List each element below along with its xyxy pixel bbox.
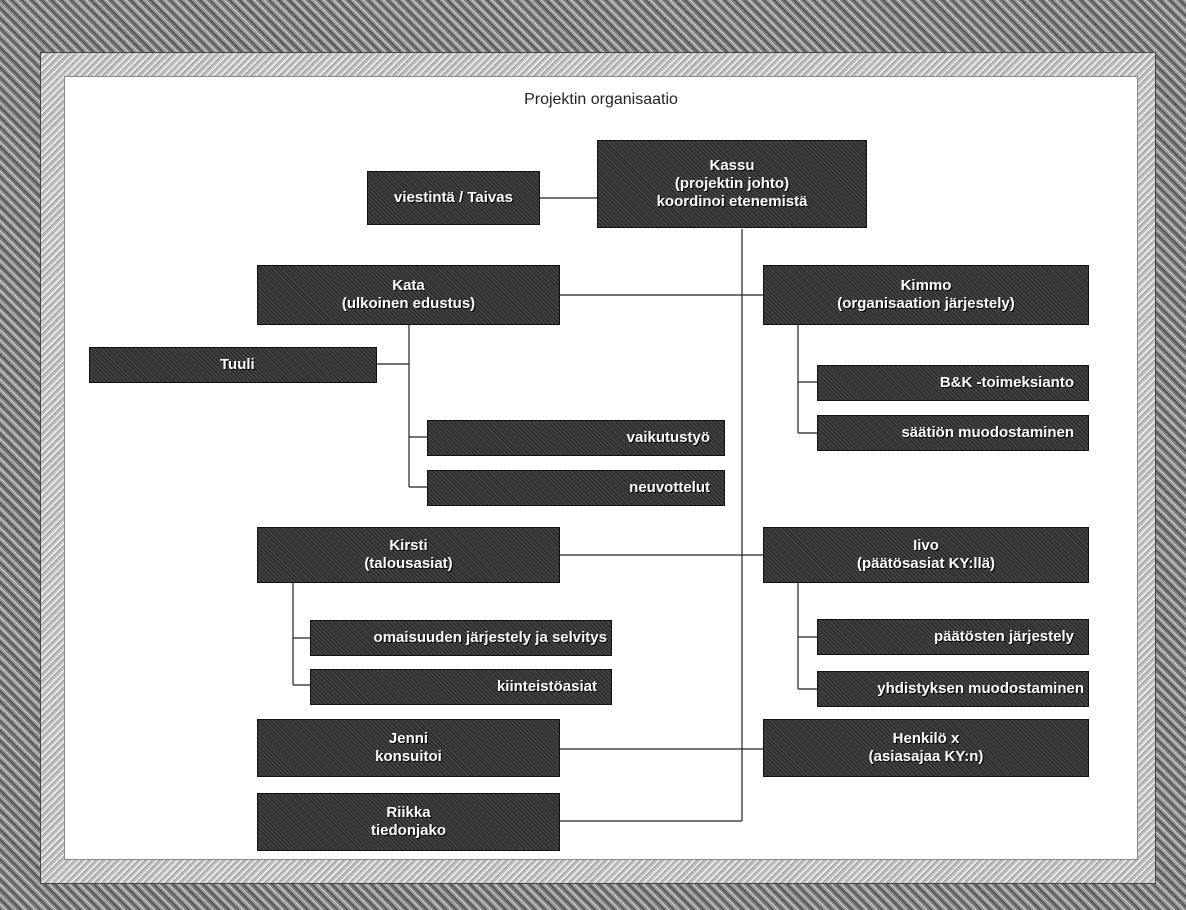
node-saation-label: säätiön muodostaminen [901,424,1074,441]
node-kimmo-role: (organisaation järjestely) [837,295,1015,312]
node-iivo-role: (päätösasiat KY:llä) [856,555,996,572]
node-viestinta-label: viestintä / Taivas [394,189,513,206]
node-kirsti: Kirsti (talousasiat) [257,527,560,583]
node-jenni: Jenni konsuitoi [257,719,560,777]
node-riikka-role: tiedonjako [370,822,446,839]
node-omaisuuden-label: omaisuuden järjestely ja selvitys [373,629,607,646]
node-kassu-task: koordinoi etenemistä [656,193,808,210]
diagram-panel: Projektin organisaatio [64,76,1138,860]
node-kata: Kata (ulkoinen edustus) [257,265,560,325]
connector-lines [292,197,817,822]
node-viestinta: viestintä / Taivas [367,171,540,225]
node-kata-name: Kata [392,277,425,294]
node-kassu: Kassu (projektin johto) koordinoi etenem… [597,140,867,228]
node-jenni-role: konsuitoi [375,748,442,765]
node-omaisuuden: omaisuuden järjestely ja selvitys [310,620,612,656]
node-kirsti-name: Kirsti [389,537,428,554]
node-paatosten: päätösten järjestely [817,619,1089,655]
node-kiinteisto-label: kiinteistöasiat [496,678,597,695]
node-kimmo: Kimmo (organisaation järjestely) [763,265,1089,325]
node-riikka: Riikka tiedonjako [257,793,560,851]
node-yhdistyksen: yhdistyksen muodostaminen [817,671,1089,707]
node-vaikutustyo-label: vaikutustyö [626,429,710,446]
node-iivo-name: Iivo [913,537,939,554]
diagram-title: Projektin organisaatio [524,91,678,108]
node-jenni-name: Jenni [388,730,429,747]
node-henkilo: Henkilö x (asiasajaa KY:n) [763,719,1089,777]
node-neuvottelut-label: neuvottelut [629,479,710,496]
node-paatosten-label: päätösten järjestely [933,628,1074,645]
node-kassu-role: (projektin johto) [674,175,790,192]
node-kiinteisto: kiinteistöasiat [310,669,612,705]
node-kata-role: (ulkoinen edustus) [341,295,476,312]
node-tuuli-label: Tuuli [220,356,255,373]
node-bk: B&K -toimeksianto [817,365,1089,401]
node-bk-label: B&K -toimeksianto [939,374,1074,391]
node-yhdistyksen-label: yhdistyksen muodostaminen [877,680,1084,697]
node-vaikutustyo: vaikutustyö [427,420,725,456]
node-riikka-name: Riikka [386,804,431,821]
node-henkilo-name: Henkilö x [892,730,960,747]
node-neuvottelut: neuvottelut [427,470,725,506]
node-kassu-name: Kassu [709,157,755,174]
node-kimmo-name: Kimmo [900,277,952,294]
node-iivo: Iivo (päätösasiat KY:llä) [763,527,1089,583]
node-kirsti-role: (talousasiat) [364,555,453,572]
node-tuuli: Tuuli [89,347,377,383]
node-henkilo-role: (asiasajaa KY:n) [868,748,984,765]
node-saation: säätiön muodostaminen [817,415,1089,451]
